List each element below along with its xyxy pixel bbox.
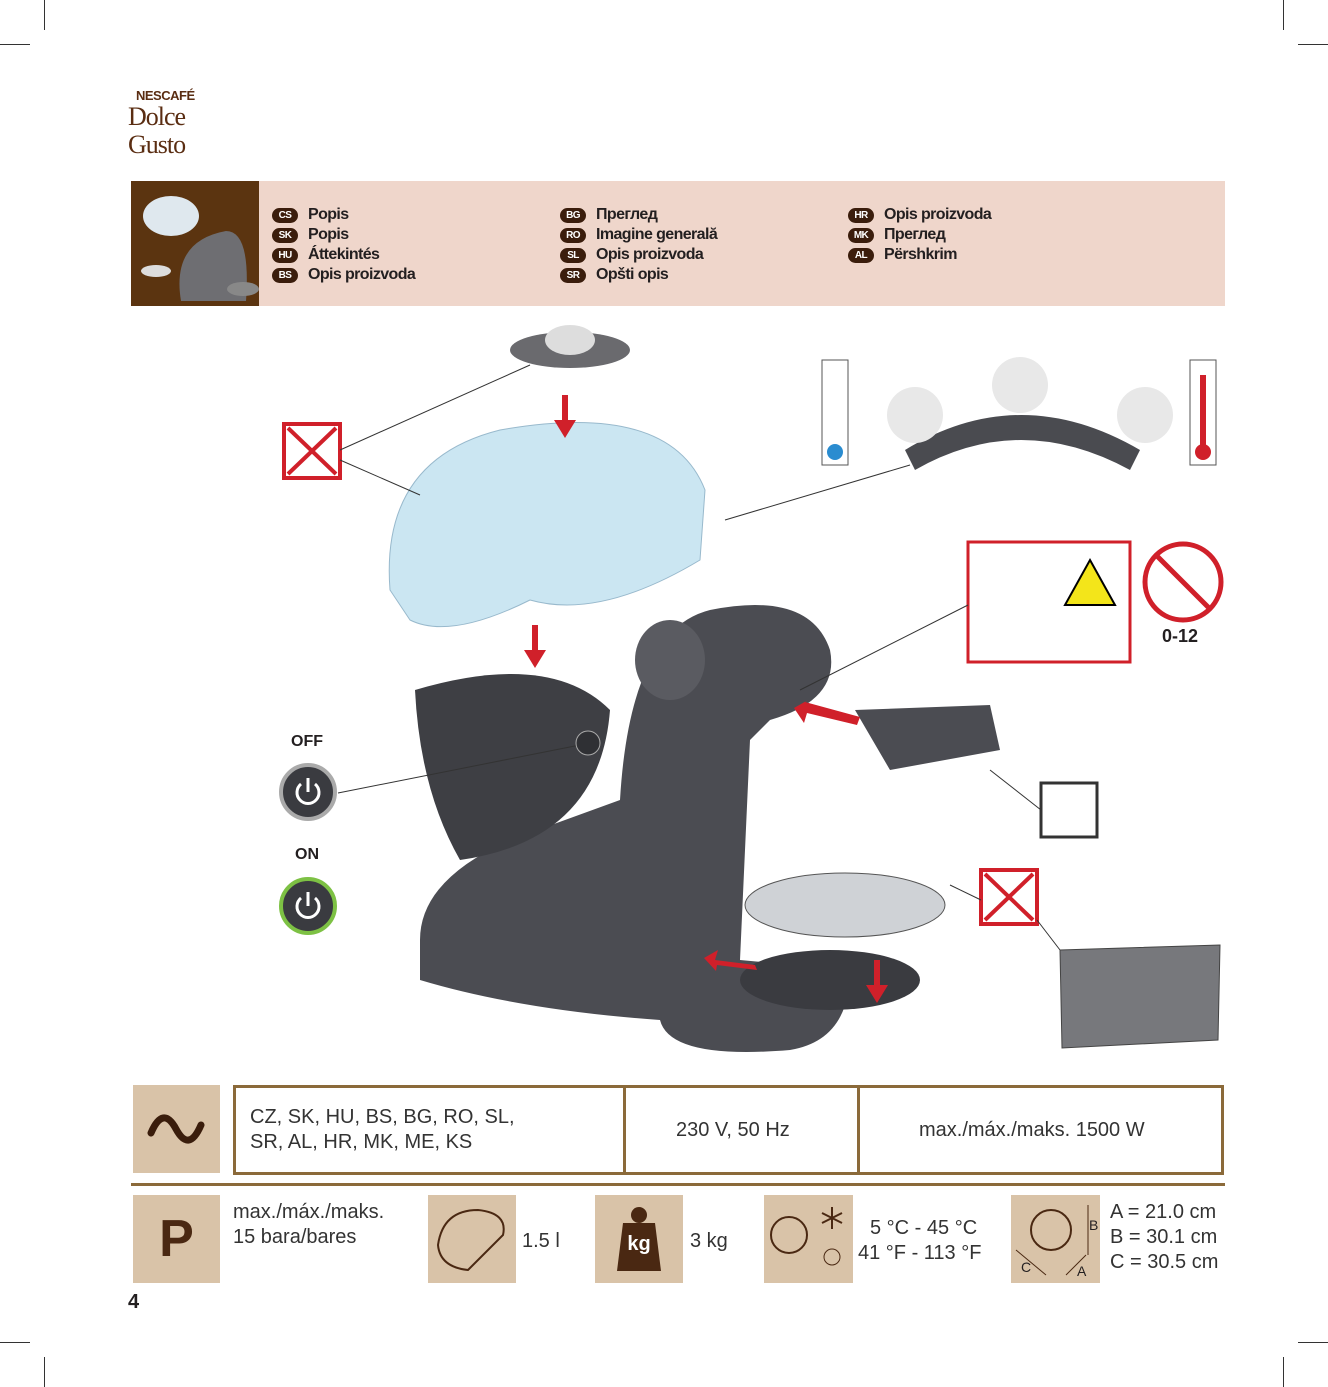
language-entry: HU Áttekintés	[272, 245, 380, 265]
machine-thumbnail	[131, 181, 259, 306]
language-entry: SR Opšti opis	[560, 265, 669, 285]
language-code-badge: SL	[560, 248, 586, 263]
temperature-fahrenheit: 41 °F - 113 °F	[858, 1242, 982, 1264]
machine-body-drawing	[279, 325, 1224, 1052]
language-code-badge: AL	[848, 248, 874, 263]
language-entry: BS Opis proizvoda	[272, 265, 416, 285]
language-code-badge: SR	[560, 268, 586, 283]
pressure-icon: P	[133, 1195, 220, 1283]
crop-mark	[0, 44, 30, 45]
language-entry: RO Imagine generală	[560, 225, 718, 245]
logo-line2: Gusto	[128, 130, 186, 159]
age-warning-label: 0-12	[1162, 626, 1199, 646]
ac-power-icon	[133, 1085, 220, 1173]
language-code-badge: CS	[272, 208, 298, 223]
logo-line1: Dolce	[128, 102, 186, 131]
language-entry-label: Opis proizvoda	[308, 266, 416, 283]
language-entry: BG Преглед	[560, 205, 658, 225]
dimension-c: C = 30.5 cm	[1110, 1251, 1219, 1273]
power-spec-table: CZ, SK, HU, BS, BG, RO, SL, SR, AL, HR, …	[233, 1085, 1224, 1175]
language-entry: SL Opis proizvoda	[560, 245, 704, 265]
language-entry-label: Imagine generală	[596, 226, 718, 243]
language-code-badge: HU	[272, 248, 298, 263]
language-code-badge: MK	[848, 228, 874, 243]
dim-letter-a: A	[1077, 1263, 1087, 1279]
water-tank-icon	[428, 1195, 516, 1283]
language-code-badge: BG	[560, 208, 586, 223]
language-entry-label: Opis proizvoda	[884, 206, 992, 223]
crop-mark	[0, 1342, 30, 1343]
capacity: 1.5 l	[522, 1230, 560, 1252]
language-code-badge: HR	[848, 208, 874, 223]
countries-line2: SR, AL, HR, MK, ME, KS	[250, 1131, 473, 1153]
divider	[857, 1088, 860, 1172]
pressure-line1: max./máx./maks.	[233, 1201, 385, 1223]
temperature-icon	[764, 1195, 853, 1283]
countries-line1: CZ, SK, HU, BS, BG, RO, SL,	[250, 1106, 515, 1128]
language-entry-label: Përshkrim	[884, 246, 957, 263]
wattage: max./máx./maks. 1500 W	[919, 1119, 1145, 1141]
pressure-line2: 15 bara/bares	[233, 1226, 357, 1248]
dimension-b: B = 30.1 cm	[1110, 1226, 1218, 1248]
crop-mark	[44, 0, 45, 30]
language-code-badge: RO	[560, 228, 586, 243]
language-entry: SK Popis	[272, 225, 349, 245]
crop-mark	[1298, 44, 1328, 45]
off-label: OFF	[291, 733, 323, 750]
voltage: 230 V, 50 Hz	[676, 1119, 790, 1141]
overview-header	[131, 181, 1225, 306]
language-entry: HR Opis proizvoda	[848, 205, 992, 225]
temperature-celsius: 5 °C - 45 °C	[870, 1217, 978, 1239]
weight-icon-box: kg	[595, 1195, 683, 1283]
machine-exploded-diagram	[279, 325, 1224, 1052]
page-number: 4	[128, 1291, 140, 1313]
language-entry-label: Popis	[308, 226, 349, 243]
crop-mark	[44, 1357, 45, 1387]
weight: 3 kg	[690, 1230, 728, 1252]
dimension-a: A = 21.0 cm	[1110, 1201, 1217, 1223]
dimensions-icon: B C A	[1011, 1195, 1100, 1283]
crop-mark	[1283, 1357, 1284, 1387]
crop-mark	[1283, 0, 1284, 30]
weight-icon: kg	[627, 1233, 651, 1255]
separator	[131, 1183, 1225, 1186]
language-entry: AL Përshkrim	[848, 245, 957, 265]
logo-brand: NESCAFÉ	[136, 88, 195, 103]
language-entry-label: Преглед	[884, 226, 946, 243]
divider	[623, 1088, 626, 1172]
language-entry-label: Преглед	[596, 206, 658, 223]
language-entry: MK Преглед	[848, 225, 946, 245]
language-code-badge: SK	[272, 228, 298, 243]
dim-letter-c: C	[1021, 1259, 1032, 1275]
language-code-badge: BS	[272, 268, 298, 283]
brand-logo: NESCAFÉ Dolce Gusto	[128, 88, 228, 159]
dim-letter-b: B	[1089, 1217, 1099, 1233]
crop-mark	[1298, 1342, 1328, 1343]
language-entry-label: Opis proizvoda	[596, 246, 704, 263]
on-label: ON	[295, 846, 319, 863]
language-entry-label: Áttekintés	[308, 246, 380, 263]
language-entry-label: Opšti opis	[596, 266, 669, 283]
language-entry-label: Popis	[308, 206, 349, 223]
language-entry: CS Popis	[272, 205, 349, 225]
